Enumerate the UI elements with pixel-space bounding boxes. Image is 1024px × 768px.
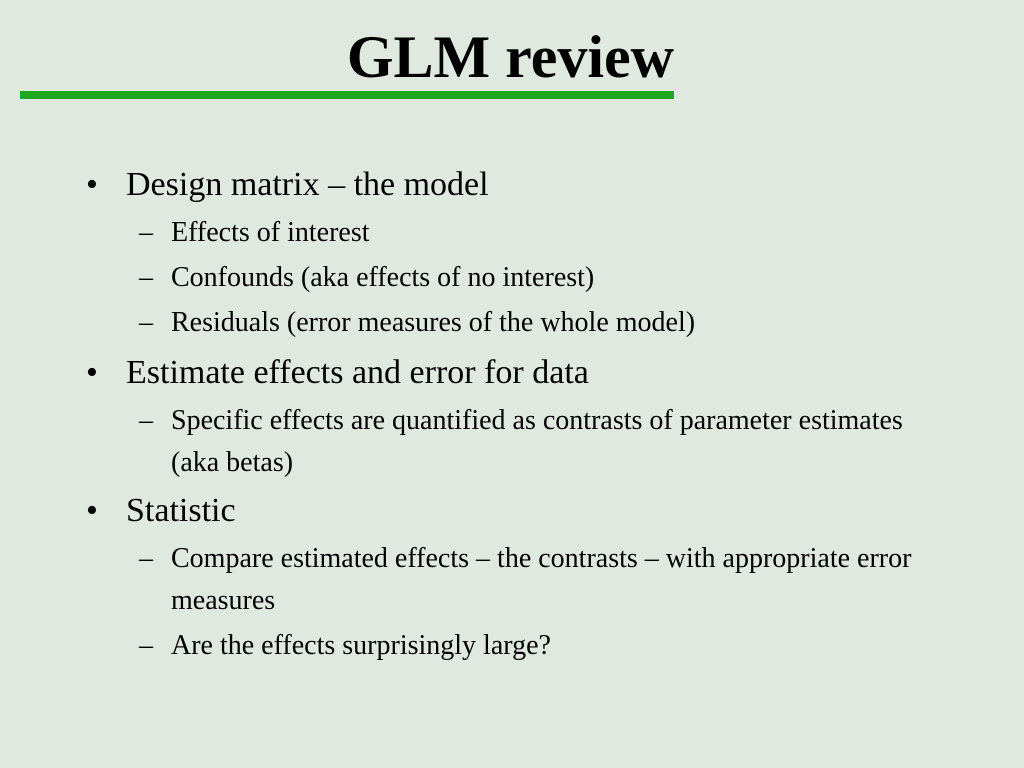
sub-bullet-item: – Compare estimated effects – the contra… bbox=[139, 538, 959, 622]
sub-bullet-marker: – bbox=[139, 630, 153, 661]
bullet-text: Estimate effects and error for data bbox=[126, 354, 589, 391]
sub-bullet-text: Are the effects surprisingly large? bbox=[171, 630, 551, 661]
sub-bullet-item: – Specific effects are quantified as con… bbox=[139, 400, 959, 484]
sub-bullet-item: – Confounds (aka effects of no interest) bbox=[139, 257, 959, 299]
sub-bullet-text: Confounds (aka effects of no interest) bbox=[171, 262, 595, 293]
bullet-text: Design matrix – the model bbox=[126, 166, 489, 203]
sub-bullet-marker: – bbox=[139, 405, 153, 436]
bullet-text: Statistic bbox=[126, 492, 236, 529]
title-underline bbox=[20, 91, 674, 99]
sub-bullet-text: Specific effects are quantified as contr… bbox=[171, 405, 903, 478]
sub-bullet-marker: – bbox=[139, 543, 153, 574]
sub-bullet-text: Effects of interest bbox=[171, 217, 370, 248]
sub-bullet-marker: – bbox=[139, 262, 153, 293]
sub-bullet-item: – Are the effects surprisingly large? bbox=[139, 625, 959, 667]
sub-bullet-marker: – bbox=[139, 307, 153, 338]
sub-bullet-text: Residuals (error measures of the whole m… bbox=[171, 307, 696, 338]
bullet-marker: • bbox=[86, 492, 98, 529]
sub-bullet-item: – Effects of interest bbox=[139, 212, 959, 254]
slide-title: GLM review bbox=[346, 24, 674, 90]
bullet-marker: • bbox=[86, 354, 98, 391]
sub-bullet-item: – Residuals (error measures of the whole… bbox=[139, 302, 959, 344]
sub-bullet-text: Compare estimated effects – the contrast… bbox=[171, 543, 912, 616]
sub-bullet-marker: – bbox=[139, 217, 153, 248]
bullet-marker: • bbox=[86, 166, 98, 203]
